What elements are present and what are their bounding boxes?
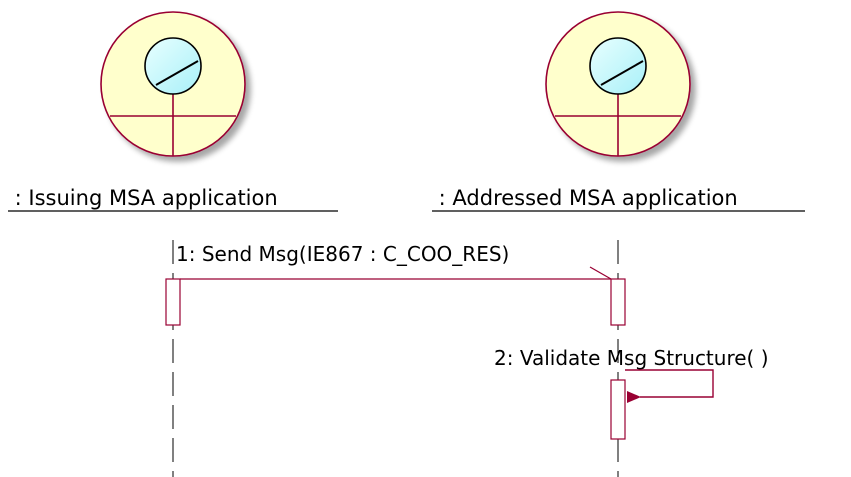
participant-issuing-icon <box>100 11 246 157</box>
participant-addressed-label: : Addressed MSA application <box>432 186 744 210</box>
participant-addressed-icon <box>545 11 691 157</box>
message-2-label: 2: Validate Msg Structure( ) <box>494 346 769 370</box>
participant-issuing-label: : Issuing MSA application <box>8 186 284 210</box>
message-1-label: 1: Send Msg(IE867 : C_COO_RES) <box>176 242 509 266</box>
message-2-arrow <box>625 369 714 403</box>
message-1-arrowhead <box>589 266 612 280</box>
activation-addressed-1 <box>610 278 626 326</box>
activation-issuing <box>165 278 181 326</box>
activation-addressed-2 <box>610 379 626 440</box>
